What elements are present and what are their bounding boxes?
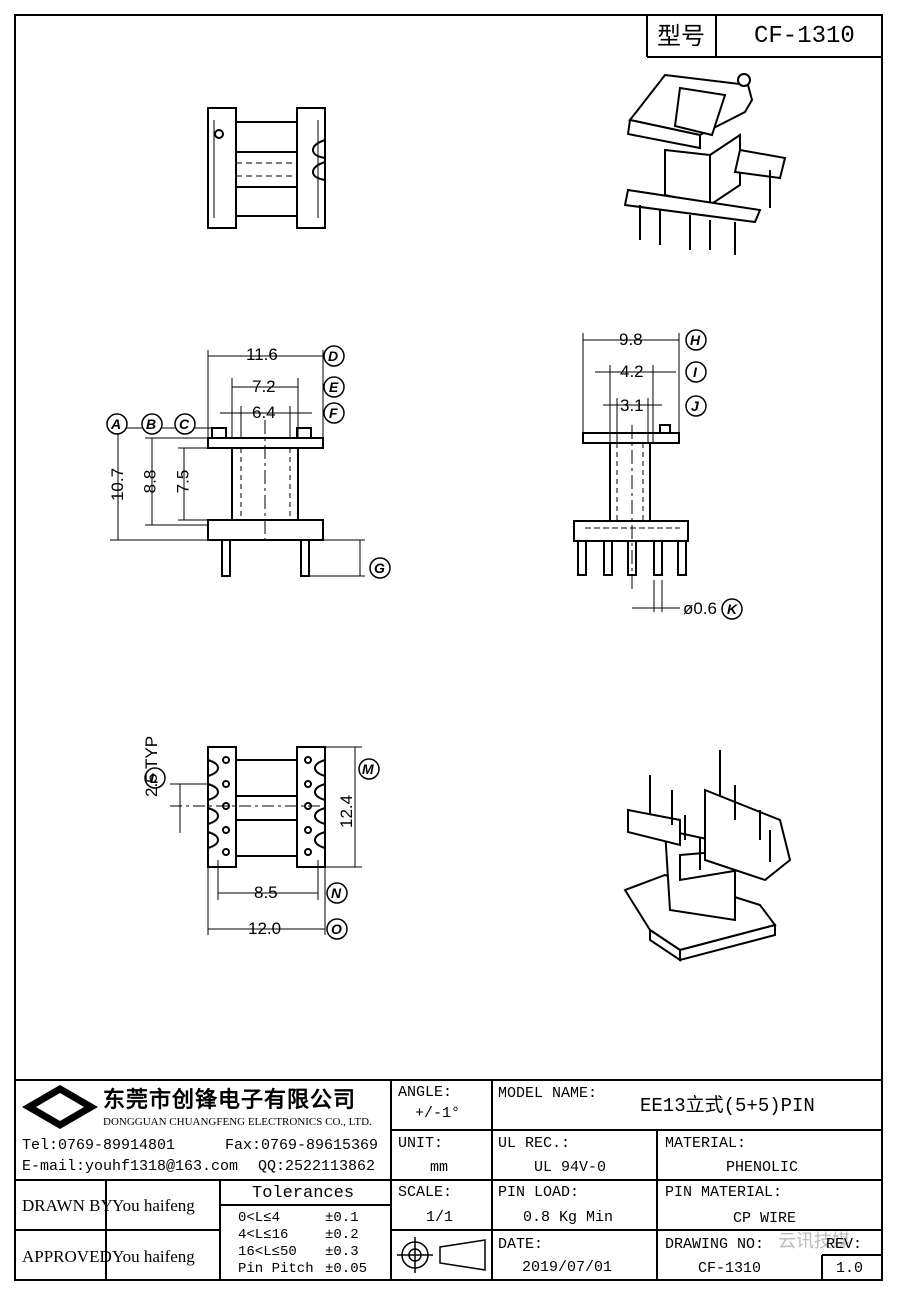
company-name-en: DONGGUAN CHUANGFENG ELECTRONICS CO., LTD… — [103, 1116, 372, 1128]
callout-n: N — [331, 885, 342, 901]
callout-h: H — [690, 332, 701, 348]
tolerance-value: ±0.05 — [325, 1261, 368, 1277]
tolerance-range: Pin Pitch — [238, 1261, 314, 1277]
dim-e-value: 7.2 — [252, 377, 276, 396]
drawn-by-value: You haifeng — [112, 1196, 195, 1215]
unit-label: UNIT: — [398, 1135, 444, 1152]
approved-label: APPROVED — [22, 1247, 112, 1266]
dim-b-value: 8.8 — [140, 469, 160, 494]
tolerance-value: ±0.1 — [325, 1210, 359, 1226]
unit-value: mm — [430, 1159, 449, 1176]
tolerance-range: 16<L≤50 — [238, 1244, 297, 1260]
dim-j-value: 3.1 — [620, 396, 644, 415]
callout-d: D — [328, 348, 339, 364]
date-value: 2019/07/01 — [522, 1259, 613, 1276]
pin-material-label: PIN MATERIAL: — [665, 1184, 783, 1201]
approved-value: You haifeng — [112, 1247, 195, 1266]
rev-label: REV: — [826, 1236, 863, 1253]
tolerances-title: Tolerances — [252, 1184, 355, 1203]
iso-view-top — [623, 73, 787, 255]
model-name-value: EE13立式(5+5)PIN — [640, 1095, 815, 1117]
dim-n-value: 8.5 — [254, 883, 278, 902]
company-tel: Tel:0769-89914801 — [22, 1137, 176, 1154]
scale-value: 1/1 — [426, 1209, 454, 1226]
tolerance-range: 4<L≤16 — [238, 1227, 289, 1243]
header-model-number: CF-1310 — [754, 23, 855, 50]
pin-load-value: 0.8 Kg Min — [523, 1209, 614, 1226]
company-logo — [22, 1085, 98, 1129]
callout-a: A — [111, 416, 122, 432]
dim-i-value: 4.2 — [620, 362, 644, 381]
bottom-view — [170, 746, 326, 868]
angle-label: ANGLE: — [398, 1084, 453, 1101]
watermark-text: 云讯技媒 — [778, 1231, 850, 1251]
dim-c-value: 7.5 — [173, 469, 193, 494]
company-logo-text: CF — [45, 1097, 68, 1116]
callout-e: E — [329, 379, 339, 395]
callout-o: O — [331, 921, 342, 937]
drawing-no-value: CF-1310 — [698, 1260, 762, 1277]
dim-k-value: ø0.6 — [683, 599, 718, 618]
drawing-no-label: DRAWING NO: — [665, 1236, 765, 1253]
callout-i: I — [693, 364, 697, 380]
angle-value: +/-1° — [415, 1105, 461, 1122]
front-view — [573, 424, 689, 590]
callout-m: M — [362, 761, 374, 777]
top-view — [207, 107, 326, 229]
side-view-dim-lines — [110, 350, 365, 577]
iso-view-bottom — [623, 750, 792, 962]
dim-m-value: 12.4 — [337, 794, 356, 828]
front-view-dim-lines — [582, 333, 680, 612]
scale-label: SCALE: — [398, 1184, 453, 1201]
header-label: 型号 — [657, 23, 705, 50]
date-label: DATE: — [498, 1236, 544, 1253]
tolerance-value: ±0.2 — [325, 1227, 359, 1243]
projection-symbol — [397, 1237, 486, 1273]
callout-c: C — [179, 416, 190, 432]
title-block-lines — [15, 1079, 882, 1280]
side-view — [207, 420, 324, 577]
tolerance-range: 0<L≤4 — [238, 1210, 281, 1226]
dim-d-value: 11.6 — [246, 345, 278, 364]
tolerance-value: ±0.3 — [325, 1244, 359, 1260]
callout-circles — [106, 329, 743, 940]
ul-rec-value: UL 94V-0 — [534, 1159, 607, 1176]
company-name-cn: 东莞市创锋电子有限公司 — [103, 1087, 357, 1112]
model-name-label: MODEL NAME: — [498, 1085, 598, 1102]
pin-load-label: PIN LOAD: — [498, 1184, 580, 1201]
drawn-by-label: DRAWN BY — [22, 1196, 113, 1215]
callout-f: F — [329, 405, 338, 421]
company-fax: Fax:0769-89615369 — [225, 1137, 379, 1154]
callout-j: J — [691, 398, 699, 414]
dim-o-value: 12.0 — [248, 919, 282, 938]
drawing-frame — [14, 14, 883, 1281]
callout-b: B — [146, 416, 157, 432]
material-value: PHENOLIC — [726, 1159, 799, 1176]
company-qq: QQ:2522113862 — [258, 1158, 376, 1175]
rev-value: 1.0 — [836, 1260, 864, 1277]
callout-l: L — [150, 770, 159, 786]
header-box — [646, 15, 882, 58]
pin-material-value: CP WIRE — [733, 1210, 797, 1227]
ul-rec-label: UL REC.: — [498, 1135, 571, 1152]
dim-l-value: 2.5 TYP — [142, 735, 161, 797]
company-email: E-mail:youhf1318@163.com — [22, 1158, 239, 1175]
dim-h-value: 9.8 — [619, 330, 643, 349]
callout-k: K — [727, 601, 738, 617]
dim-f-value: 6.4 — [252, 403, 276, 422]
callout-g: G — [374, 560, 385, 576]
dim-a-value: 10.7 — [108, 467, 128, 502]
bottom-view-dim-lines — [170, 746, 362, 935]
material-label: MATERIAL: — [665, 1135, 747, 1152]
